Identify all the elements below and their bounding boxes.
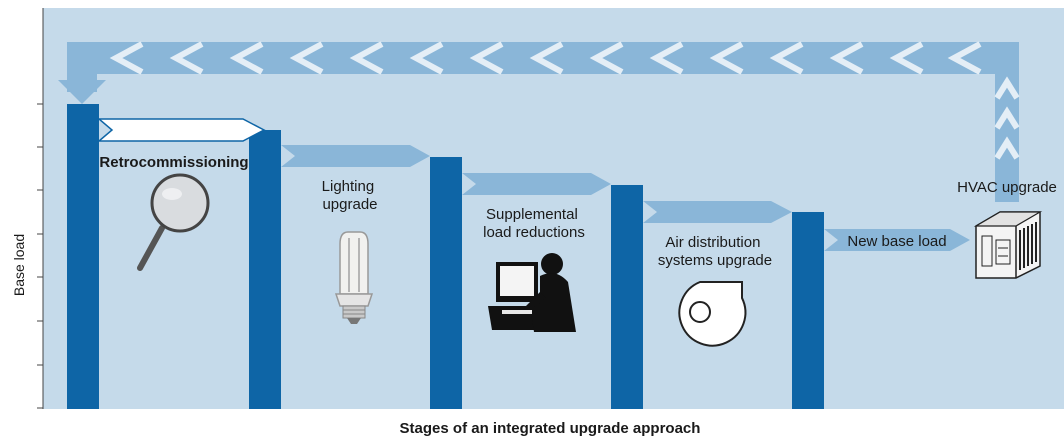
y-axis-label: Base load xyxy=(11,234,27,296)
new-base-load-label: New base load xyxy=(847,233,946,250)
stage-bar-3 xyxy=(430,157,462,409)
stage-bar-1 xyxy=(67,104,99,409)
computer-user-icon xyxy=(488,253,576,332)
stage-bar-2 xyxy=(249,130,281,409)
step-arrow-1 xyxy=(96,118,266,142)
stage-label-air-distribution: Air distribution systems upgrade xyxy=(658,234,772,269)
stage-label-lighting: Lighting upgrade xyxy=(322,178,379,213)
step-arrow-5 xyxy=(824,229,970,251)
hvac-upgrade-label: HVAC upgrade xyxy=(957,179,1057,196)
stage-bars xyxy=(67,104,824,409)
stage-bar-4 xyxy=(611,185,643,409)
diagram-panel xyxy=(43,8,1064,409)
fan-icon xyxy=(678,281,747,347)
stage-label-supplemental: Supplemental load reductions xyxy=(483,206,585,241)
magnifying-glass-icon xyxy=(137,173,210,271)
step-arrow-2 xyxy=(281,145,430,167)
hvac-unit-icon xyxy=(973,211,1043,279)
step-arrow-4 xyxy=(643,201,792,223)
stage-bar-5 xyxy=(792,212,824,409)
x-axis-label: Stages of an integrated upgrade approach xyxy=(400,420,701,437)
y-axis xyxy=(37,8,44,409)
stage-label-retrocommissioning: Retrocommissioning xyxy=(99,154,248,171)
light-bulb-icon xyxy=(334,231,374,324)
step-arrow-3 xyxy=(462,173,611,195)
return-arrow-chevrons xyxy=(109,41,1020,160)
